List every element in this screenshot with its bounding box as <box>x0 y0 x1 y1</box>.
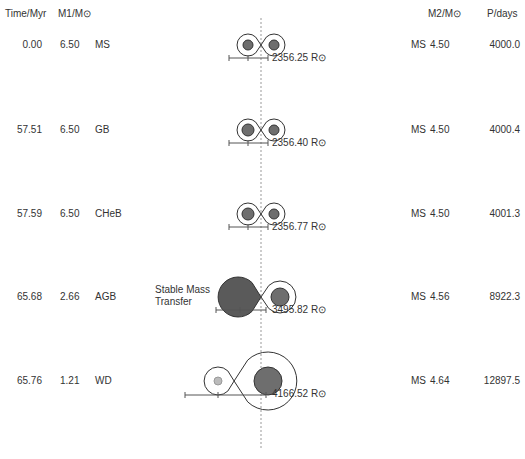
stars <box>214 40 289 395</box>
primary-type: CHeB <box>95 208 122 220</box>
separation-label: 2356.77 R⊙ <box>272 221 326 233</box>
time-value: 65.68 <box>17 291 42 303</box>
secondary-mass: 4.50 <box>430 208 449 220</box>
primary-mass: 6.50 <box>60 208 79 220</box>
process-note: Stable Mass Transfer <box>155 284 227 308</box>
secondary-type: MS <box>411 208 426 220</box>
secondary-mass: 4.50 <box>430 124 449 136</box>
secondary-type: MS <box>411 124 426 136</box>
separation-label: 2356.25 R⊙ <box>272 52 326 64</box>
secondary-type: MS <box>411 291 426 303</box>
period-value: 4000.4 <box>489 124 520 136</box>
primary-mass: 1.21 <box>60 375 79 387</box>
secondary-mass: 4.64 <box>430 375 449 387</box>
primary-type: MS <box>95 39 110 51</box>
primary-type: WD <box>95 375 112 387</box>
secondary-mass: 4.50 <box>430 39 449 51</box>
secondary-type: MS <box>411 375 426 387</box>
time-value: 65.76 <box>17 375 42 387</box>
primary-type: GB <box>95 124 109 136</box>
column-header: P/days <box>487 8 518 20</box>
primary-mass: 2.66 <box>60 291 79 303</box>
primary-type: AGB <box>95 291 116 303</box>
period-value: 4000.0 <box>489 39 520 51</box>
time-value: 57.51 <box>17 124 42 136</box>
time-value: 57.59 <box>17 208 42 220</box>
separation-label: 2356.40 R⊙ <box>272 137 326 149</box>
period-value: 12897.5 <box>484 375 520 387</box>
secondary-type: MS <box>411 39 426 51</box>
period-value: 8922.3 <box>489 291 520 303</box>
primary-mass: 6.50 <box>60 124 79 136</box>
secondary-mass: 4.56 <box>430 291 449 303</box>
separation-label: 4166.52 R⊙ <box>272 388 326 400</box>
period-value: 4001.3 <box>489 208 520 220</box>
separation-label: 3495.82 R⊙ <box>272 304 326 316</box>
column-header: M2/M⊙ <box>428 8 461 20</box>
primary-mass: 6.50 <box>60 39 79 51</box>
column-header: M1/M⊙ <box>58 8 91 20</box>
column-header: Time/Myr <box>5 8 46 20</box>
separation-bars <box>185 55 268 398</box>
time-value: 0.00 <box>23 39 42 51</box>
